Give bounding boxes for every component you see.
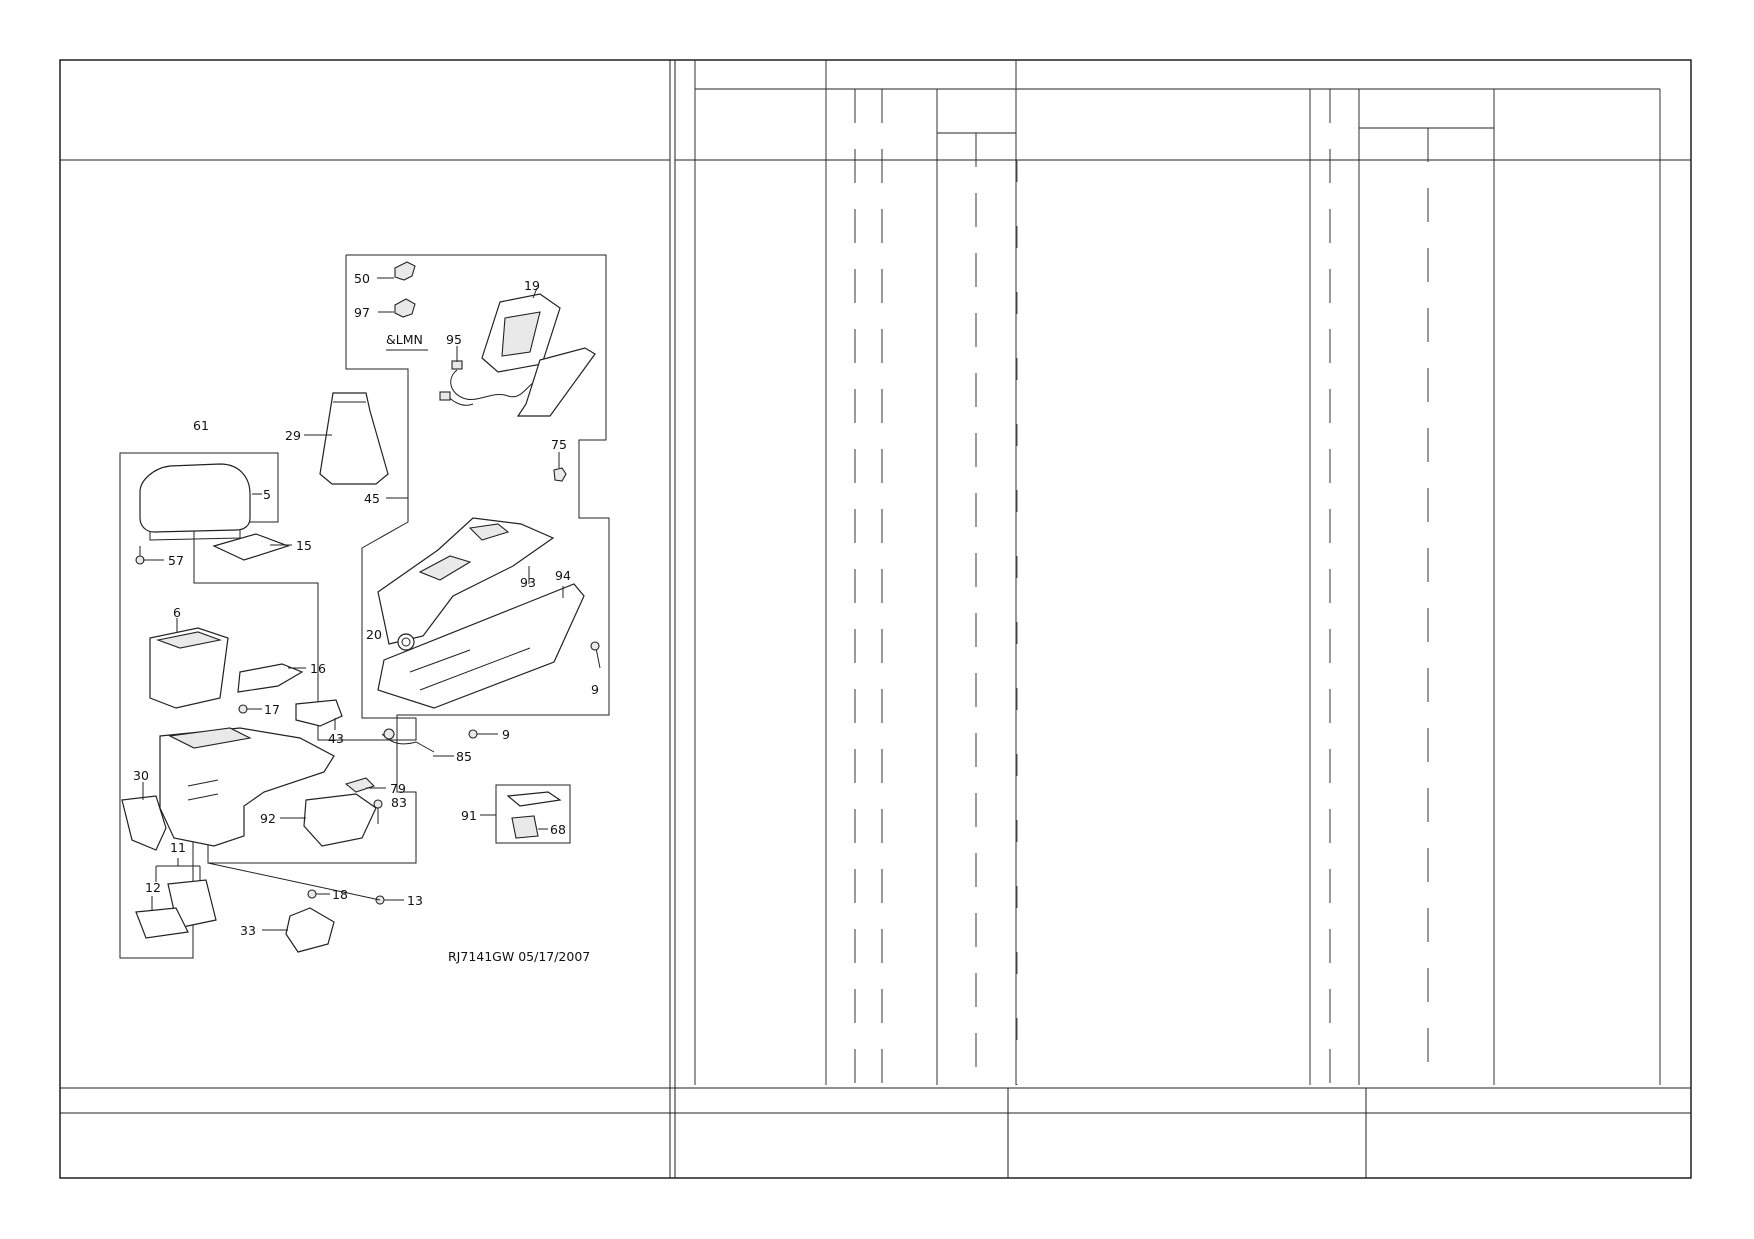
clip-75-icon: [553, 467, 567, 482]
shift-boot-icon: [319, 392, 389, 485]
clip-50-icon: [394, 261, 416, 281]
callout-20: 20: [366, 627, 382, 642]
page-frame: [59, 59, 1692, 1179]
storage-bin-icon: [149, 627, 229, 709]
callout-68: 68: [550, 822, 566, 837]
callout-9a: 9: [591, 682, 599, 697]
drawing-stamp: RJ7141GW 05/17/2007: [448, 949, 590, 964]
console-lower-icon: [377, 583, 585, 709]
callout-18: 18: [332, 887, 348, 902]
callout-lmn: &LMN: [386, 332, 423, 347]
callout-30: 30: [133, 768, 149, 783]
callout-11: 11: [170, 840, 186, 855]
callout-16: 16: [310, 661, 326, 676]
callout-6: 6: [173, 605, 181, 620]
callout-15: 15: [296, 538, 312, 553]
parts-table-grid: [675, 60, 1691, 1085]
callout-79: 79: [390, 781, 406, 796]
callout-85: 85: [456, 749, 472, 764]
callout-61: 61: [193, 418, 209, 433]
callout-95: 95: [446, 332, 462, 347]
clip-97-icon: [394, 298, 416, 318]
callout-50: 50: [354, 271, 370, 286]
callout-75: 75: [551, 437, 567, 452]
inset-box: [495, 784, 571, 844]
callout-92: 92: [260, 811, 276, 826]
vent-bezel-icon: [135, 907, 189, 939]
callout-29: 29: [285, 428, 301, 443]
callout-19: 19: [524, 278, 540, 293]
callout-33: 33: [240, 923, 256, 938]
callout-45: 45: [364, 491, 380, 506]
callout-57: 57: [168, 553, 184, 568]
exploded-parts-diagram: 50 97 19 &LMN 95 61 29 75 5 45 15 57 93 …: [119, 254, 610, 964]
armrest-icon: [139, 463, 251, 533]
callout-17: 17: [264, 702, 280, 717]
callout-94: 94: [555, 568, 571, 583]
callout-93: 93: [520, 575, 536, 590]
callout-9b: 9: [502, 727, 510, 742]
callout-12: 12: [145, 880, 161, 895]
rear-cup-holder-icon: [303, 793, 377, 847]
pad-icon: [212, 533, 290, 561]
bracket-33-icon: [285, 907, 335, 953]
console-body-icon: [159, 727, 335, 847]
bracket-icon: [237, 663, 304, 693]
callout-13: 13: [407, 893, 423, 908]
callout-43: 43: [328, 731, 344, 746]
callout-97: 97: [354, 305, 370, 320]
callout-91: 91: [461, 808, 477, 823]
callout-5: 5: [263, 487, 271, 502]
ring-icon: [397, 633, 415, 651]
cover-strip-icon: [516, 347, 596, 417]
side-panel-icon: [121, 795, 167, 851]
cup-holder-icon: [295, 699, 343, 727]
callout-83: 83: [391, 795, 407, 810]
